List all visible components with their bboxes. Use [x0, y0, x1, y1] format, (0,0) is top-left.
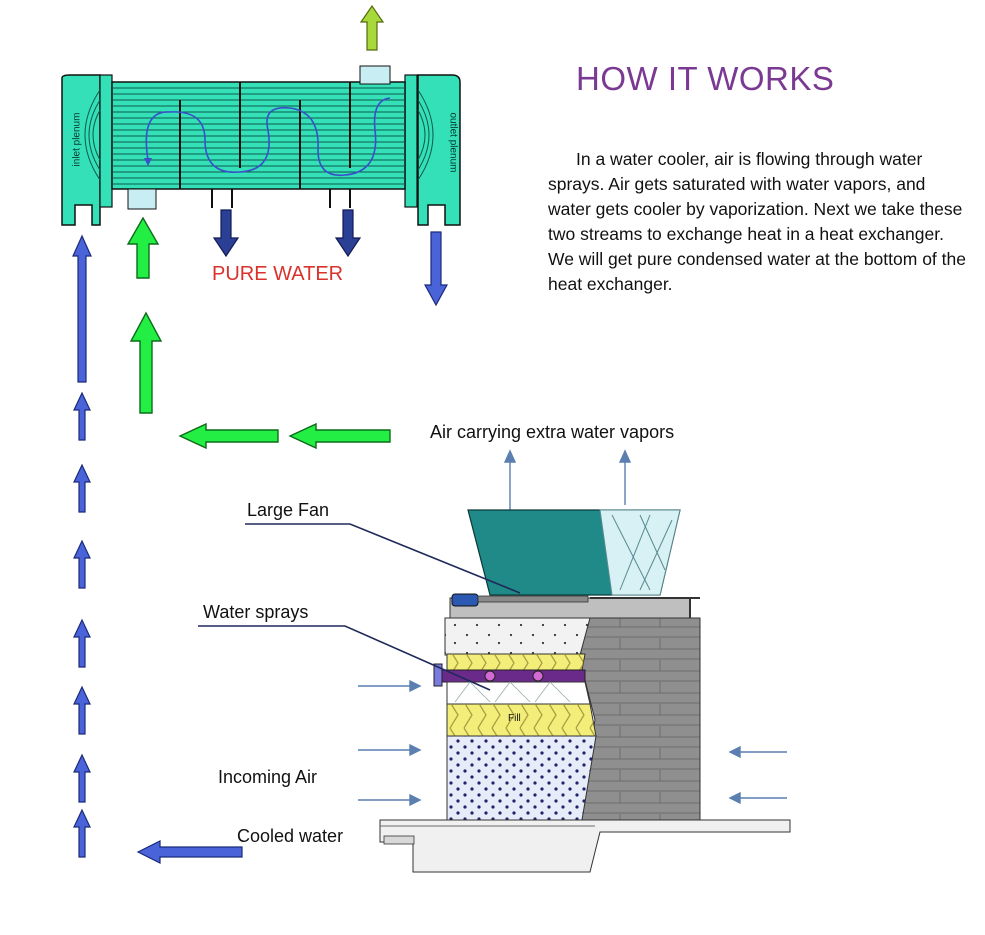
- fan-leader: [245, 523, 521, 594]
- description-text: In a water cooler, air is flowing throug…: [548, 149, 966, 294]
- air-arrow-left-2: [288, 422, 391, 450]
- pure-water-label: PURE WATER: [212, 263, 344, 285]
- inlet-plenum: [61, 74, 101, 226]
- water-sprays-label: Water sprays: [203, 602, 309, 622]
- air-arrow-up-lower: [129, 311, 163, 414]
- outlet-plenum-label: outlet plenum: [447, 112, 459, 173]
- page-title: HOW IT WORKS: [576, 60, 835, 97]
- large-fan-label: Large Fan: [247, 500, 330, 520]
- fill-label: Fill: [508, 713, 521, 724]
- water-arrow-3: [73, 539, 91, 589]
- water-arrow-2: [73, 463, 91, 513]
- cold-water-basin: [379, 819, 791, 873]
- water-arrow-1: [73, 391, 91, 441]
- air-arrow-up-upper: [126, 216, 160, 279]
- condensate-arrow-2: [334, 209, 362, 258]
- water-arrow-6: [73, 753, 91, 803]
- water-arrow-4: [73, 618, 91, 668]
- tower-wall: [574, 617, 701, 821]
- incoming-air-label: Incoming Air: [218, 767, 318, 787]
- air-carrying-label: Air carrying extra water vapors: [430, 422, 675, 442]
- air-arrow-left-1: [178, 422, 279, 450]
- water-arrow-top: [72, 234, 92, 383]
- spray-leader: [198, 625, 491, 691]
- exhaust-arrow: [359, 4, 385, 51]
- water-arrow-7: [73, 808, 91, 858]
- outlet-plenum: [417, 74, 461, 226]
- cooled-water-arrow: [136, 840, 243, 864]
- inlet-plenum-label: inlet plenum: [71, 112, 83, 167]
- spray-header: [439, 669, 586, 683]
- cooled-water-label: Cooled water: [237, 826, 344, 846]
- outlet-water-arrow: [423, 231, 449, 307]
- water-arrow-5: [73, 685, 91, 735]
- top-nozzle: [359, 65, 391, 85]
- cooling-tower: [358, 449, 791, 873]
- condensate-arrow-1: [212, 209, 240, 258]
- heat-exchanger: [61, 65, 461, 226]
- bottom-inlet-nozzle: [127, 188, 157, 210]
